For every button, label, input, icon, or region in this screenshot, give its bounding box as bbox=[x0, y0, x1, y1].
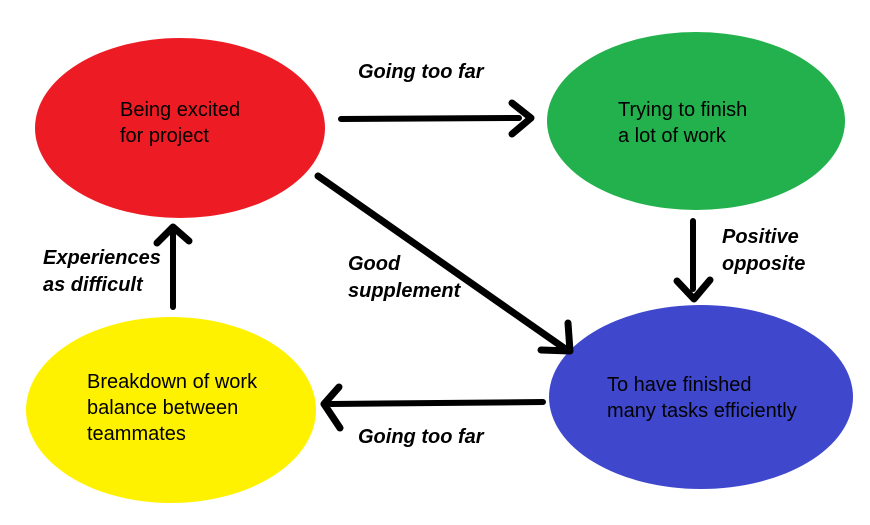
arrow-breakdown-to-excited bbox=[153, 223, 193, 310]
arrow-head bbox=[153, 223, 193, 247]
node-trying-ellipse bbox=[547, 32, 845, 210]
arrow-trying-to-finished bbox=[673, 218, 714, 303]
node-label-line: Breakdown of work bbox=[87, 371, 258, 393]
edge-label-line: Positive bbox=[722, 226, 799, 248]
edge-label-line: Experiences bbox=[43, 247, 161, 269]
arrow-head bbox=[537, 319, 574, 355]
edge-label-line: Good bbox=[348, 253, 401, 275]
arrow-shaft bbox=[314, 172, 568, 352]
node-label-line: for project bbox=[120, 125, 209, 147]
edge-label-line: Going too far bbox=[358, 426, 484, 448]
arrow-shaft bbox=[338, 115, 522, 122]
arrow-excited-to-trying bbox=[338, 99, 535, 138]
edge-label-breakdown-to-excited: Experiences as difficult bbox=[43, 245, 161, 299]
node-excited-label: Being excited for project bbox=[120, 97, 240, 149]
edge-label-finished-to-breakdown: Going too far bbox=[358, 424, 484, 451]
node-label-line: a lot of work bbox=[618, 125, 726, 147]
edge-label-excited-to-trying: Going too far bbox=[358, 59, 484, 86]
node-finished-label: To have finished many tasks efficiently bbox=[607, 372, 797, 424]
node-breakdown-ellipse bbox=[26, 317, 316, 503]
edge-label-line: opposite bbox=[722, 253, 806, 275]
arrow-shaft bbox=[328, 399, 546, 407]
edge-label-line: as difficult bbox=[43, 274, 143, 296]
edge-label-excited-to-finished: Good supplement bbox=[348, 251, 460, 305]
node-label-line: To have finished bbox=[607, 374, 752, 396]
edge-label-line: supplement bbox=[348, 280, 461, 302]
node-label-line: Trying to finish bbox=[618, 99, 748, 121]
arrow-head bbox=[508, 99, 535, 138]
arrow-excited-to-finished bbox=[314, 172, 574, 355]
edge-label-trying-to-finished: Positive opposite bbox=[722, 224, 805, 278]
node-label-line: Being excited bbox=[120, 99, 241, 121]
node-label-line: balance between bbox=[87, 397, 239, 419]
node-label-line: teammates bbox=[87, 423, 186, 445]
node-trying-label: Trying to finish a lot of work bbox=[618, 97, 747, 149]
edge-label-line: Going too far bbox=[358, 61, 484, 83]
arrow-finished-to-breakdown bbox=[320, 383, 546, 432]
node-finished-ellipse bbox=[549, 305, 853, 489]
arrow-head bbox=[673, 276, 714, 303]
arrow-head bbox=[320, 383, 344, 432]
node-breakdown-label: Breakdown of work balance between teamma… bbox=[87, 369, 257, 447]
node-excited-ellipse bbox=[35, 38, 325, 218]
node-label-line: many tasks efficiently bbox=[607, 400, 797, 422]
